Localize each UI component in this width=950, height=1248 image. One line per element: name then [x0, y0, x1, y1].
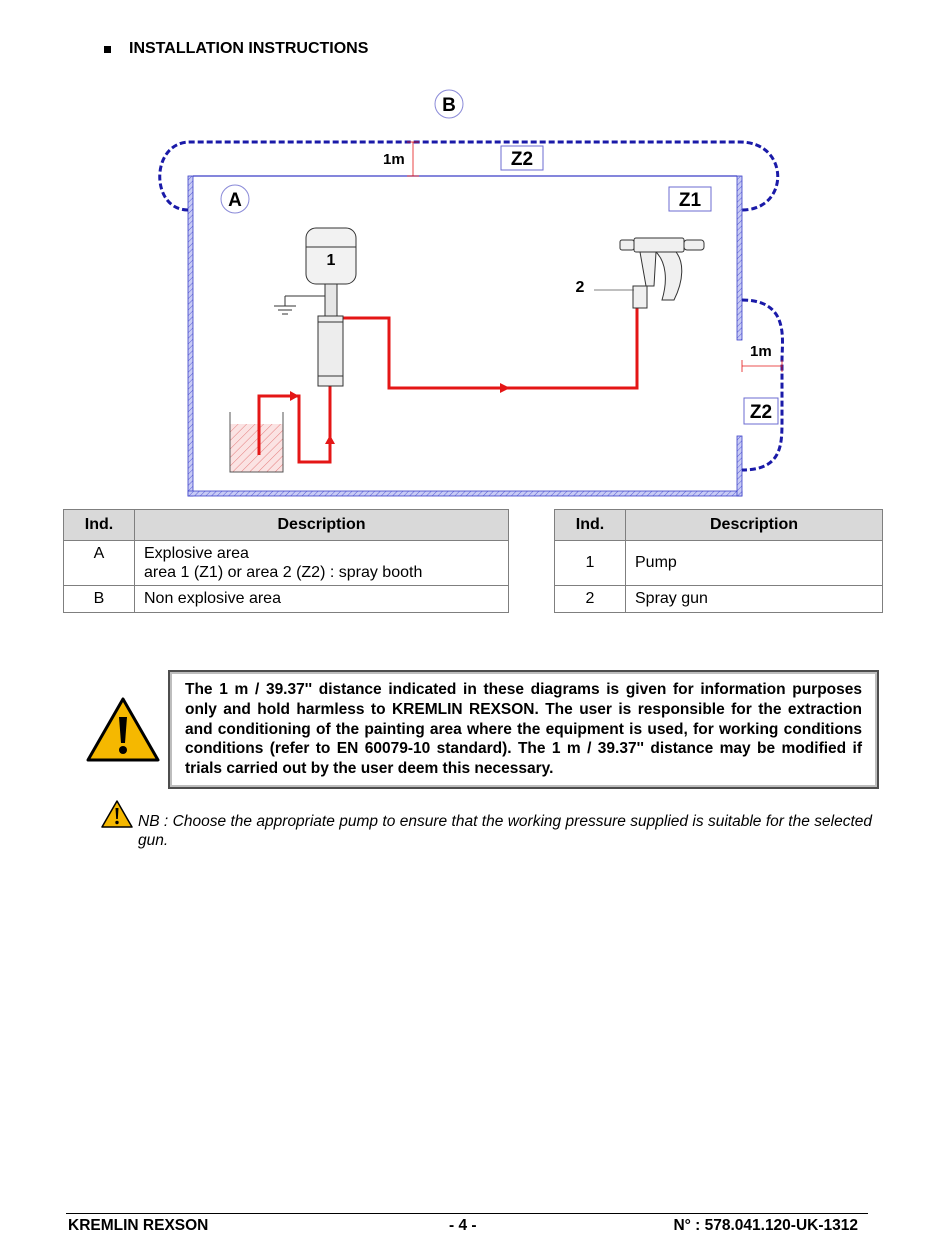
- footer-rule: [66, 1213, 868, 1214]
- row-ind: 2: [554, 585, 626, 613]
- spray-gun-icon: [619, 237, 705, 309]
- legend-table-items: Ind. Description 1 Pump 2 Spray gun: [554, 509, 883, 613]
- table-row: B Non explosive area: [63, 585, 509, 613]
- footer-page-number: - 4 -: [449, 1217, 477, 1234]
- pump-icon: [274, 227, 357, 387]
- spray-gun-label: 2: [576, 279, 585, 296]
- zone-z2-top-box: [500, 145, 544, 171]
- zone-a-label: A: [228, 190, 242, 211]
- zone-b-label: B: [442, 95, 456, 116]
- zone-z2-top-label: Z2: [511, 149, 533, 170]
- table-row: 2 Spray gun: [554, 585, 883, 613]
- zone-z1-box: [668, 186, 712, 212]
- bullet-icon: [104, 45, 111, 53]
- distance-top-dimension: [407, 141, 419, 177]
- row-description-line: Explosive area: [144, 545, 249, 562]
- row-description: Explosive area area 1 (Z1) or area 2 (Z2…: [134, 540, 509, 586]
- section-title-text: INSTALLATION INSTRUCTIONS: [129, 40, 369, 57]
- flow-arrows: [290, 383, 510, 444]
- pump-label: 1: [327, 252, 336, 269]
- row-description: Spray gun: [625, 585, 883, 613]
- zone-z2-right-box: [743, 397, 779, 425]
- table-header-ind: Ind.: [554, 509, 626, 541]
- installation-diagram: B A Z2 Z1 Z2 1m 1m: [158, 89, 784, 497]
- table-header-description: Description: [134, 509, 509, 541]
- footer-doc-number: N° : 578.041.120-UK-1312: [673, 1217, 858, 1234]
- row-description: Non explosive area: [134, 585, 509, 613]
- zone-b-marker: [434, 89, 464, 119]
- warning-triangle-icon: [86, 697, 160, 762]
- fluid-line: [257, 308, 639, 464]
- section-title: INSTALLATION INSTRUCTIONS: [104, 40, 368, 58]
- row-ind: B: [63, 585, 135, 613]
- distance-top-label: 1m: [383, 151, 405, 168]
- table-row: A Explosive area area 1 (Z1) or area 2 (…: [63, 540, 509, 586]
- table-row: 1 Pump: [554, 540, 883, 586]
- row-ind: A: [63, 540, 135, 586]
- warning-text: The 1 m / 39.37'' distance indicated in …: [185, 681, 862, 778]
- zone-z2-right-boundary: [741, 298, 784, 472]
- legend-table-zones: Ind. Description A Explosive area area 1…: [63, 509, 509, 613]
- zone-z2-top-boundary: [158, 140, 780, 212]
- row-description: Pump: [625, 540, 883, 586]
- zone-a-marker: [220, 184, 250, 214]
- warning-box: The 1 m / 39.37'' distance indicated in …: [168, 670, 879, 789]
- paint-tank: [229, 412, 284, 473]
- distance-right-label: 1m: [750, 343, 772, 360]
- row-description-line: area 1 (Z1) or area 2 (Z2) : spray booth: [144, 564, 423, 581]
- zone-z1-label: Z1: [679, 190, 702, 211]
- row-ind: 1: [554, 540, 626, 586]
- note-text: NB : Choose the appropriate pump to ensu…: [138, 813, 872, 849]
- footer-company: KREMLIN REXSON: [68, 1217, 209, 1234]
- table-header-description: Description: [625, 509, 883, 541]
- table-header-ind: Ind.: [63, 509, 135, 541]
- spray-booth-walls: [187, 175, 743, 497]
- warning-triangle-icon: [101, 800, 133, 828]
- distance-right-dimension: [741, 360, 783, 372]
- zone-z2-right-label: Z2: [750, 402, 772, 423]
